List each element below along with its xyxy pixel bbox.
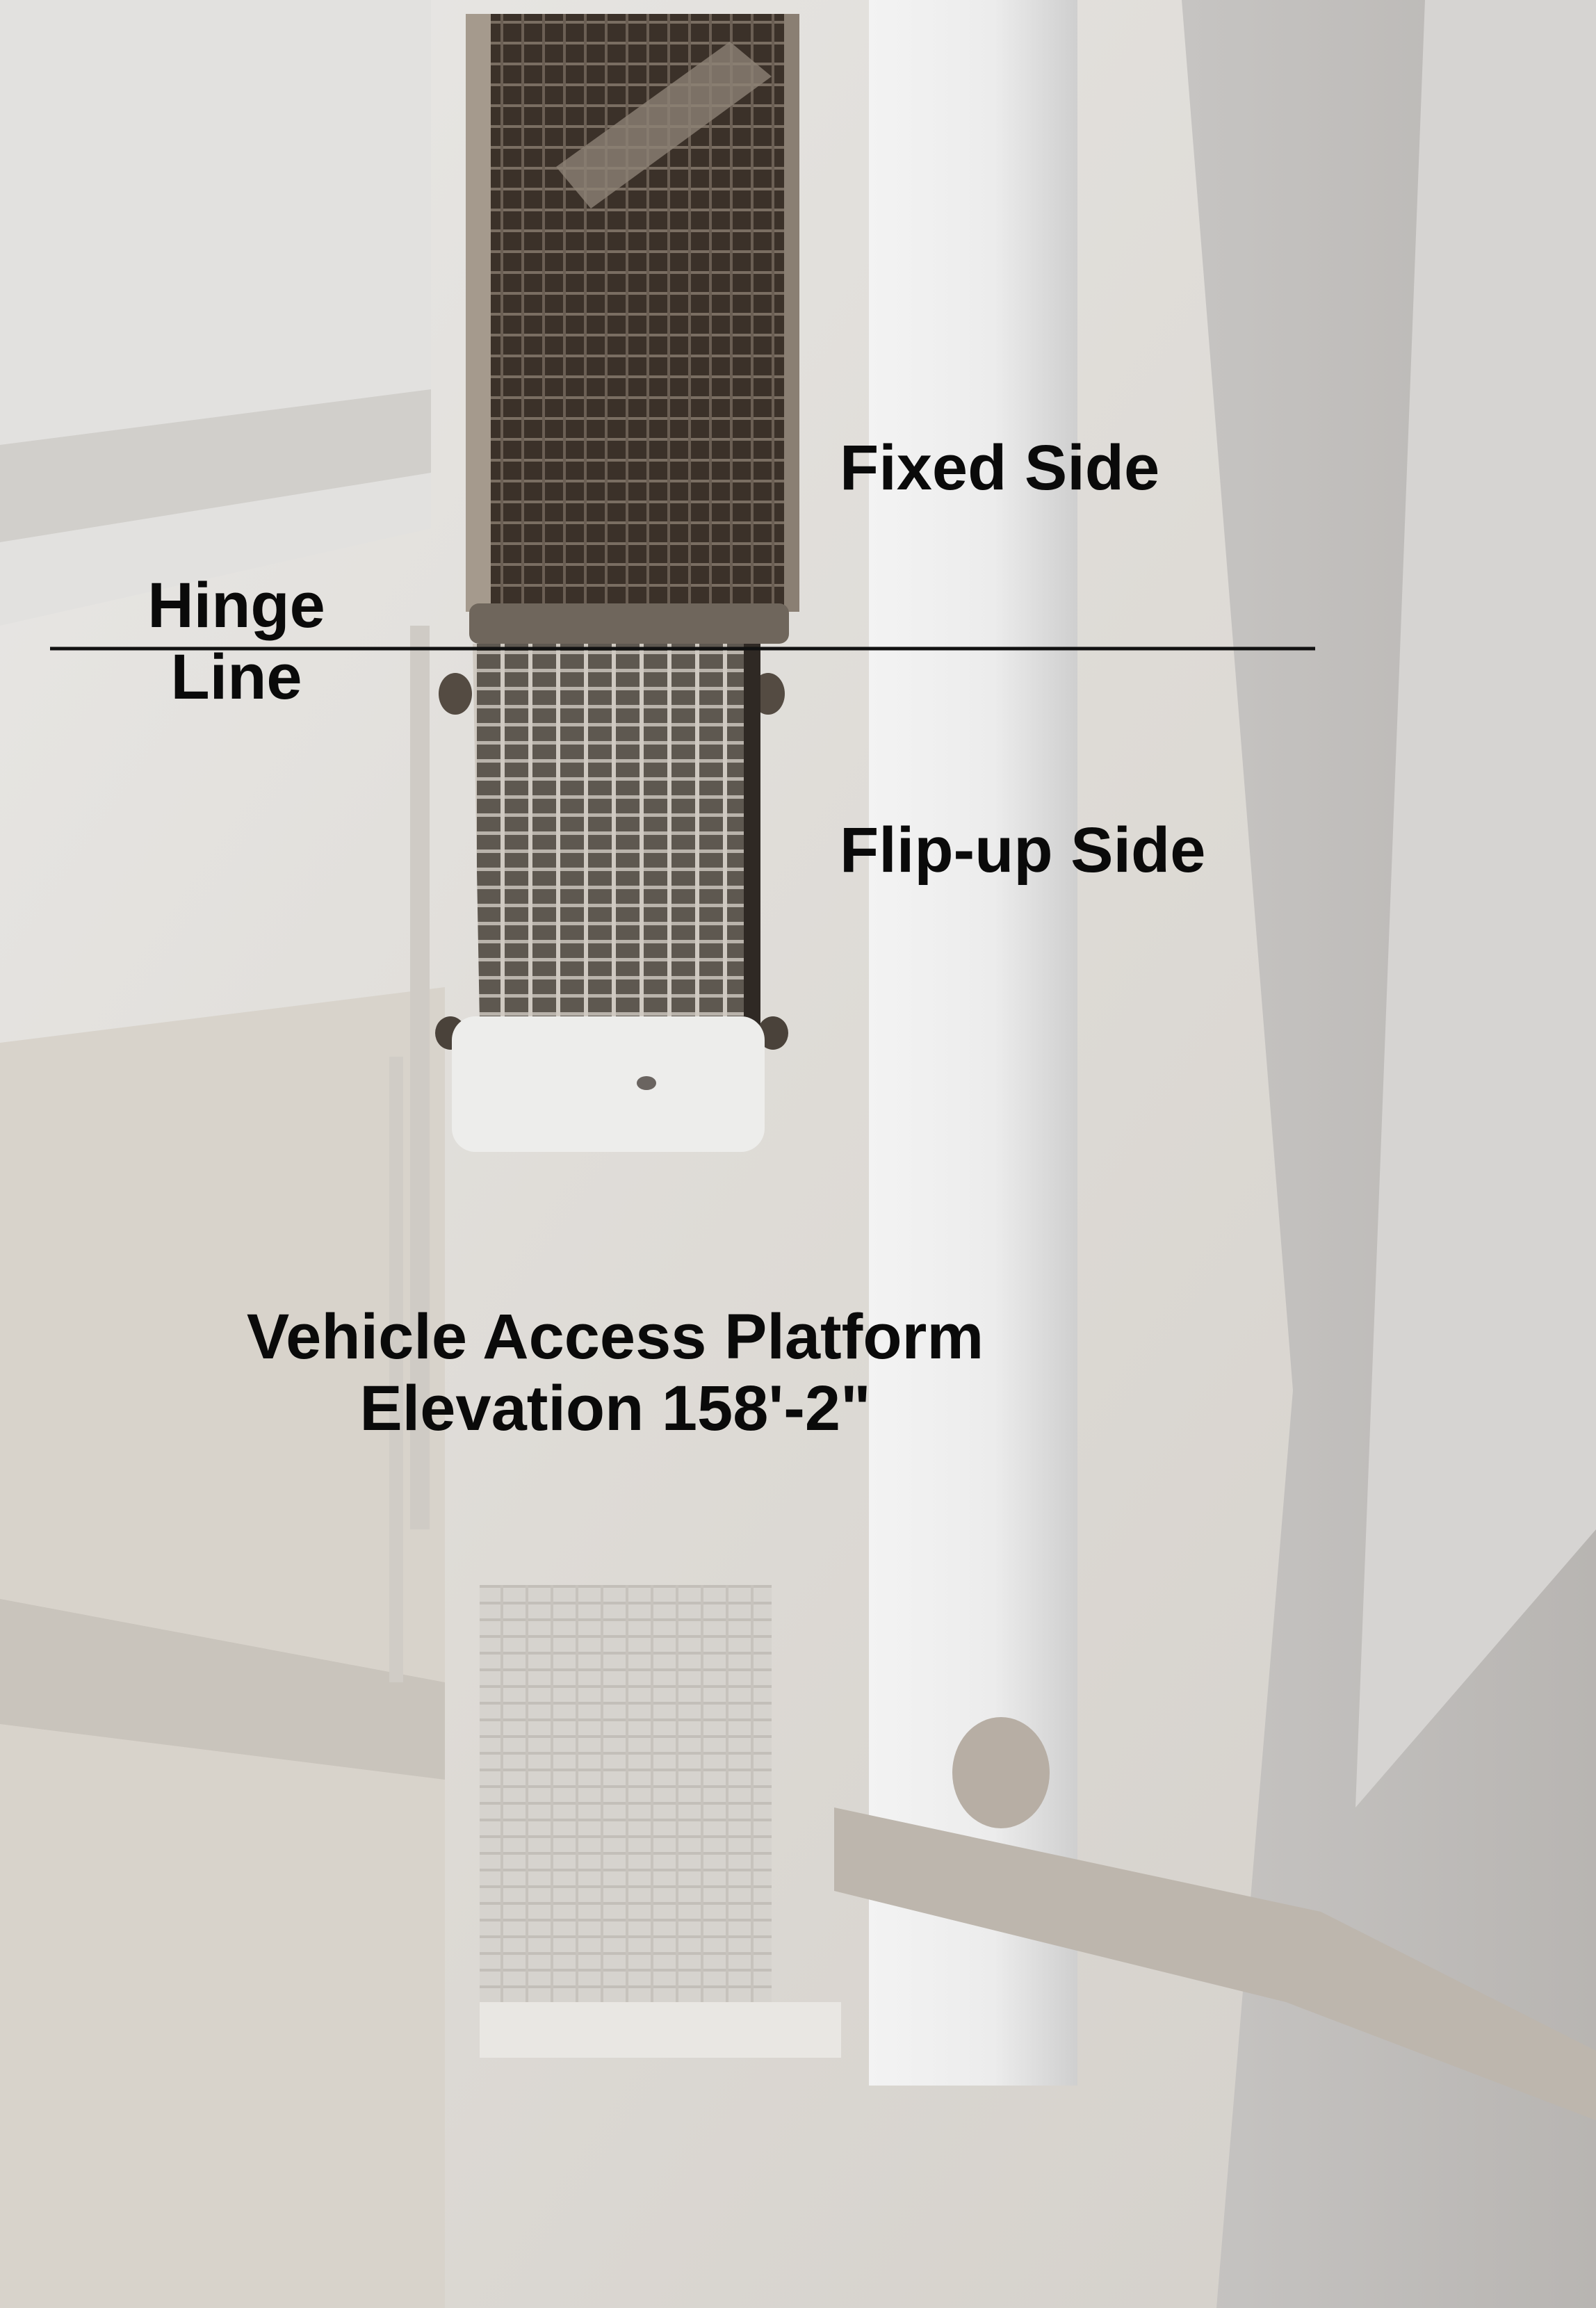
hinge-knob-left bbox=[439, 673, 472, 715]
flip-up-side-label: Flip-up Side bbox=[840, 815, 1206, 886]
background-left-rail bbox=[410, 626, 430, 1529]
flip-up-side-right-rail bbox=[744, 644, 760, 1033]
background-lower-platform bbox=[480, 1585, 772, 2016]
fixed-side-diagonal-brace bbox=[556, 42, 772, 209]
fixed-side-left-rail bbox=[466, 14, 491, 612]
background-lower-step bbox=[480, 2002, 841, 2058]
fixed-side-label: Fixed Side bbox=[840, 432, 1160, 503]
background-diagonal-beam bbox=[0, 389, 431, 542]
fixed-side-grating bbox=[473, 14, 798, 605]
background-far-right-panel bbox=[1355, 0, 1596, 1807]
toe-board-knob-right bbox=[758, 1016, 788, 1050]
caption-elevation: Elevation 158'-2" bbox=[359, 1373, 871, 1445]
hinge-line-label-word-1: Hinge bbox=[147, 570, 325, 641]
fixed-side-right-rail bbox=[784, 14, 799, 612]
caption-title: Vehicle Access Platform bbox=[246, 1301, 984, 1372]
background-worker bbox=[952, 1717, 1050, 1828]
platform-caption: Vehicle Access Platform Elevation 158'-2… bbox=[205, 1301, 1025, 1445]
hinge-bar bbox=[469, 603, 789, 644]
toe-board-stain bbox=[637, 1076, 656, 1090]
flip-up-side-grating bbox=[473, 644, 752, 1022]
toe-board-padding bbox=[452, 1016, 765, 1152]
background-cable bbox=[389, 1057, 403, 1682]
vehicle-access-platform bbox=[435, 14, 799, 1152]
hinge-line-label: Hinge Line bbox=[132, 570, 341, 713]
background-shadow-band bbox=[0, 1599, 445, 1780]
background-arm-structure bbox=[834, 1807, 1596, 2120]
hinge-line-label-word-2: Line bbox=[170, 642, 302, 713]
